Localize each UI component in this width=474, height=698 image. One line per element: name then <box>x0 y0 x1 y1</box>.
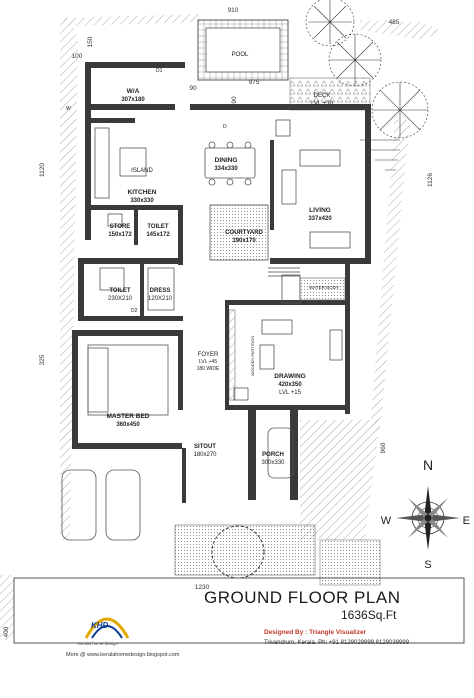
store-size: 150x172 <box>108 232 132 238</box>
dim-1120: 1120 <box>39 163 46 177</box>
dining-name: DINING <box>215 157 238 164</box>
marker-d1: D1 <box>156 68 163 74</box>
plan-title: GROUND FLOOR PLAN <box>204 588 401 607</box>
living-size: 337x420 <box>308 216 332 222</box>
wooden-partition <box>228 309 236 401</box>
compass-w: W <box>381 515 392 527</box>
toilet1-name: TOILET <box>147 224 169 230</box>
kitchen-name: KITCHEN <box>128 189 157 196</box>
dim-1126: 1126 <box>427 173 434 187</box>
marker-d2: D2 <box>131 308 138 314</box>
pool-area <box>197 19 289 81</box>
khd-logo-icon <box>84 617 130 639</box>
plan-area: 1636Sq.Ft <box>341 608 397 622</box>
pool-name: POOL <box>232 52 249 58</box>
door-window-markers: D1 D D2 W <box>66 68 227 314</box>
compass-e: E <box>463 515 470 527</box>
toilet2-name: TOILET <box>109 288 131 294</box>
dim-975: 975 <box>249 79 260 86</box>
dim-150: 150 <box>87 36 94 47</box>
master-bed-size: 360x450 <box>116 422 140 428</box>
foyer-level: LVL +45 <box>199 359 217 365</box>
entrance-paving <box>174 524 316 576</box>
dress-size: 120X210 <box>148 296 173 302</box>
foyer-name: FOYER <box>198 352 219 358</box>
foyer-width: 180 WIDE <box>197 366 220 372</box>
courtyard-name: COURTYARD <box>225 230 263 236</box>
wa-name: W/A <box>127 88 140 95</box>
title-frame <box>13 577 465 644</box>
porch-name: PORCH <box>262 452 284 458</box>
dim-325: 325 <box>39 354 46 365</box>
brand-logo-text: KHD <box>91 621 109 630</box>
porch-size: 300x330 <box>261 460 285 466</box>
site-boundary <box>0 14 440 640</box>
store-name: STORE <box>110 224 131 230</box>
room-labels: W/A 307x180 POOL DECK LVL +30 ISLAND KIT… <box>107 52 339 466</box>
tree-icon <box>305 0 429 171</box>
dim-90a: 90 <box>189 85 197 92</box>
dim-485: 485 <box>389 19 400 26</box>
marker-w: W <box>66 106 71 112</box>
deck-level: LVL +30 <box>311 101 334 107</box>
compass-icon: N S E W <box>381 457 470 571</box>
website-link[interactable]: More @ www.keralahomedesign.blogspot.com <box>66 652 180 658</box>
wa-size: 307x180 <box>121 97 145 103</box>
compass-s: S <box>424 559 431 571</box>
walls <box>72 62 371 503</box>
dim-960: 960 <box>380 442 387 453</box>
water-body-name: WATER BODY <box>309 285 339 290</box>
dimension-labels: 910 485 150 100 975 90 90 1120 1126 325 … <box>3 7 434 637</box>
compass-n: N <box>423 457 433 473</box>
stairs <box>268 267 300 277</box>
master-bed-name: MASTER BED <box>107 413 150 420</box>
marker-d: D <box>223 124 227 130</box>
dim-1230: 1230 <box>195 584 210 591</box>
sitout-name: SITOUT <box>194 444 216 450</box>
toilet1-size: 145x172 <box>146 232 170 238</box>
dim-100: 100 <box>72 53 83 60</box>
partition-label: WOODEN PARTITION <box>250 336 255 377</box>
dim-90b: 90 <box>231 96 238 104</box>
drawing-size: 420x350 <box>278 382 302 388</box>
deck-name: DECK <box>314 93 331 99</box>
courtyard-size: 190x170 <box>232 238 256 244</box>
dim-400: 400 <box>3 626 10 637</box>
designed-by: Designed By : Triangle Visualizer <box>264 629 367 636</box>
dress-name: DRESS <box>150 288 171 294</box>
courtyard-area <box>209 204 269 261</box>
kitchen-size: 330x330 <box>130 198 154 204</box>
living-name: LIVING <box>309 207 331 214</box>
contact-info: Trivandrum, Kerala. Ph: +91 8129029999,8… <box>264 640 410 646</box>
dim-910: 910 <box>228 7 239 14</box>
brand-subtitle: Kerala home design <box>78 641 119 646</box>
island-label: ISLAND <box>131 168 153 174</box>
drawing-name: DRAWING <box>274 373 305 380</box>
furniture <box>61 119 351 541</box>
toilet2-size: 230X210 <box>108 296 133 302</box>
dining-size: 334x330 <box>214 166 238 172</box>
drawing-level: LVL +15 <box>279 390 302 396</box>
sitout-size: 180x270 <box>193 452 217 458</box>
